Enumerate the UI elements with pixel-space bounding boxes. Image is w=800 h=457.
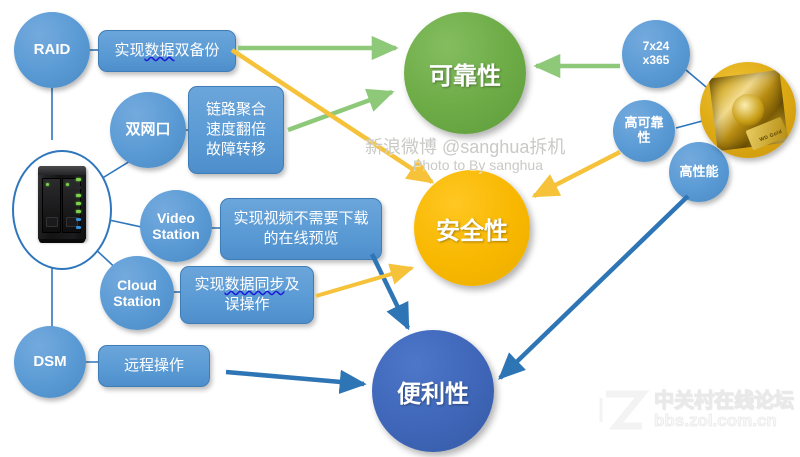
cloud-station-line2: Station (113, 293, 161, 309)
drive-node-high-performance[interactable]: 高性能 (669, 142, 729, 202)
watermark-weibo-handle: 新浪微博 @sanghua拆机 (365, 137, 566, 157)
callout-dsm-line1: 远程操作 (123, 357, 184, 375)
feature-node-raid[interactable]: RAID (14, 12, 90, 88)
uptime-line2: x365 (642, 53, 670, 67)
callout-cloud-line2: 误操作 (224, 296, 270, 313)
callout-raid[interactable]: 实现数据双备份 (98, 30, 236, 72)
arrow-high-reliability-to-security (531, 149, 622, 199)
outcome-circle-reliability[interactable]: 可靠性 (404, 12, 526, 134)
callout-cloud-station[interactable]: 实现数据同步及 误操作 (180, 266, 314, 324)
feature-node-dual-lan-label: 双网口 (125, 121, 171, 139)
feature-node-cloud-station-label: Cloud Station (113, 277, 160, 309)
callout-dual-lan-line3: 故障转移 (205, 140, 266, 158)
callout-dual-lan[interactable]: 链路聚合 速度翻倍 故障转移 (188, 86, 284, 174)
callout-dual-lan-line1: 链路聚合 (205, 101, 266, 119)
feature-node-dual-lan[interactable]: 双网口 (110, 92, 186, 168)
callout-video-line1: 实现视频不需要下载 (233, 210, 369, 228)
arrow-high-performance-to-convenience (498, 194, 690, 380)
video-station-line2: Station (152, 226, 200, 242)
nas-device-circle (12, 150, 112, 270)
watermark-zol: 中关村在线论坛 bbs.zol.com.cn (598, 388, 795, 432)
arrow-cloud-to-security (315, 263, 415, 298)
arrow-raid-to-security (230, 48, 435, 184)
outcome-circle-security[interactable]: 安全性 (414, 170, 530, 286)
drive-node-high-reliability[interactable]: 高可靠 性 (613, 100, 675, 162)
callout-video-station[interactable]: 实现视频不需要下载 的在线预览 (220, 198, 382, 260)
callout-cloud-line1: 实现数据同步及 (194, 276, 300, 294)
callout-video-line2: 的在线预览 (263, 230, 339, 247)
cloud-station-line1: Cloud (117, 276, 157, 293)
drive-node-uptime-label: 7x24 x365 (642, 39, 670, 68)
callout-dsm[interactable]: 远程操作 (98, 345, 210, 387)
arrow-dsm-to-convenience (225, 369, 367, 394)
zol-logo-icon (598, 388, 650, 432)
callout-cloud-misspell: 数据同步 (224, 276, 285, 294)
feature-node-video-station[interactable]: Video Station (140, 190, 212, 262)
drive-node-high-reliability-label: 高可靠 性 (624, 115, 664, 146)
high-reliability-line1: 高可靠 (624, 115, 664, 131)
outcome-security-label: 安全性 (436, 217, 508, 245)
outcome-circle-convenience[interactable]: 便利性 (372, 330, 494, 452)
feature-node-dsm-label: DSM (33, 353, 67, 371)
high-reliability-line2: 性 (637, 130, 651, 145)
callout-dual-lan-line2: 速度翻倍 (205, 121, 266, 139)
drive-node-high-performance-label: 高性能 (679, 163, 719, 179)
zol-forum-name: 中关村在线论坛 (654, 389, 795, 412)
feature-node-cloud-station[interactable]: Cloud Station (100, 256, 174, 330)
arrow-dual-lan-to-reliability (287, 88, 395, 133)
callout-raid-misspell: 数据 (144, 42, 175, 60)
feature-node-raid-label: RAID (33, 41, 71, 59)
synology-nas-photo (38, 166, 86, 243)
outcome-convenience-label: 便利性 (397, 380, 469, 408)
video-station-line1: Video (157, 209, 195, 226)
uptime-line1: 7x24 (642, 39, 670, 54)
wd-gold-hdd-photo: WD Gold (700, 62, 796, 158)
callout-raid-line1: 实现数据双备份 (114, 42, 220, 60)
zol-url: bbs.zol.com.cn (654, 410, 778, 430)
feature-node-video-station-label: Video Station (152, 210, 199, 242)
arrow-video-to-convenience (369, 253, 411, 331)
feature-node-dsm[interactable]: DSM (14, 326, 86, 398)
outcome-reliability-label: 可靠性 (429, 62, 501, 90)
watermark-photo-credit: Photo to By sanghua (413, 157, 543, 173)
drive-node-uptime[interactable]: 7x24 x365 (622, 20, 690, 88)
